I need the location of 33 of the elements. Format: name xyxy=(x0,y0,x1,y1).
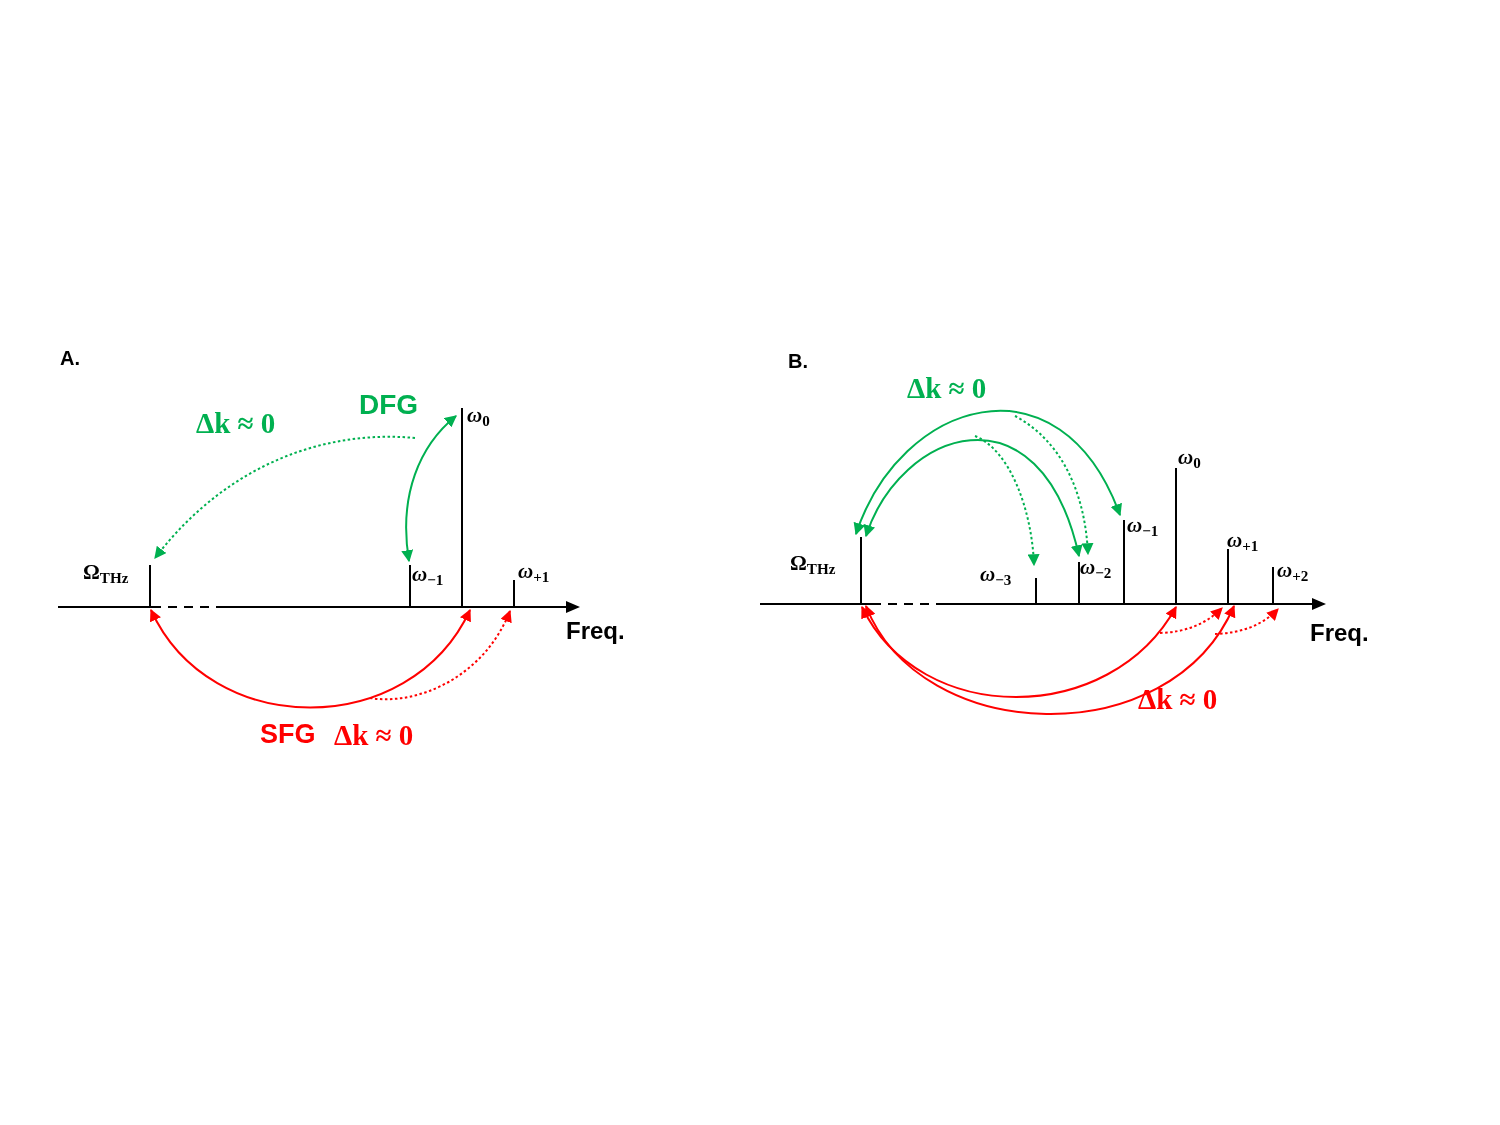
frequency-label: ω$_{+1}$ xyxy=(518,560,550,583)
double-headed-arrow xyxy=(865,604,1235,715)
dotted-arrow xyxy=(1014,415,1094,556)
frequency-label: Ω$_{THz}$ xyxy=(790,552,836,575)
frequency-label: ω$_{0}$ xyxy=(1178,446,1201,469)
frequency-label: ω$_{0}$ xyxy=(467,404,490,427)
frequency-label: ω$_{−1}$ xyxy=(1127,514,1159,537)
dotted-arrow xyxy=(974,435,1040,567)
double-headed-arrow xyxy=(150,608,471,709)
process-label: DFG xyxy=(359,390,419,420)
double-headed-arrow xyxy=(401,415,457,563)
frequency-label: Ω$_{THz}$ xyxy=(83,561,129,584)
double-headed-arrow xyxy=(864,439,1082,558)
dotted-arrow xyxy=(1214,608,1279,635)
formula-label: Δk ≈ 0 xyxy=(907,373,987,404)
double-headed-arrow xyxy=(854,410,1121,536)
panel-label: B. xyxy=(788,351,808,372)
panel-label: A. xyxy=(60,348,80,369)
axis-label: Freq. xyxy=(566,618,625,644)
formula-label: Δk ≈ 0 xyxy=(196,408,276,439)
axis-label: Freq. xyxy=(1310,620,1369,646)
formula-label: Δk ≈ 0 xyxy=(334,720,414,751)
dotted-arrow xyxy=(154,435,416,559)
frequency-label: ω$_{−1}$ xyxy=(412,563,444,586)
frequency-label: ω$_{+1}$ xyxy=(1227,529,1259,552)
formula-label: Δk ≈ 0 xyxy=(1138,684,1218,715)
frequency-label: ω$_{−2}$ xyxy=(1080,556,1112,579)
frequency-label: ω$_{−3}$ xyxy=(980,563,1012,586)
frequency-label: ω$_{+2}$ xyxy=(1277,559,1309,582)
process-label: SFG xyxy=(260,720,316,749)
dotted-arrow xyxy=(1159,607,1223,634)
double-headed-arrow xyxy=(861,606,1177,698)
dotted-arrow xyxy=(369,609,511,701)
